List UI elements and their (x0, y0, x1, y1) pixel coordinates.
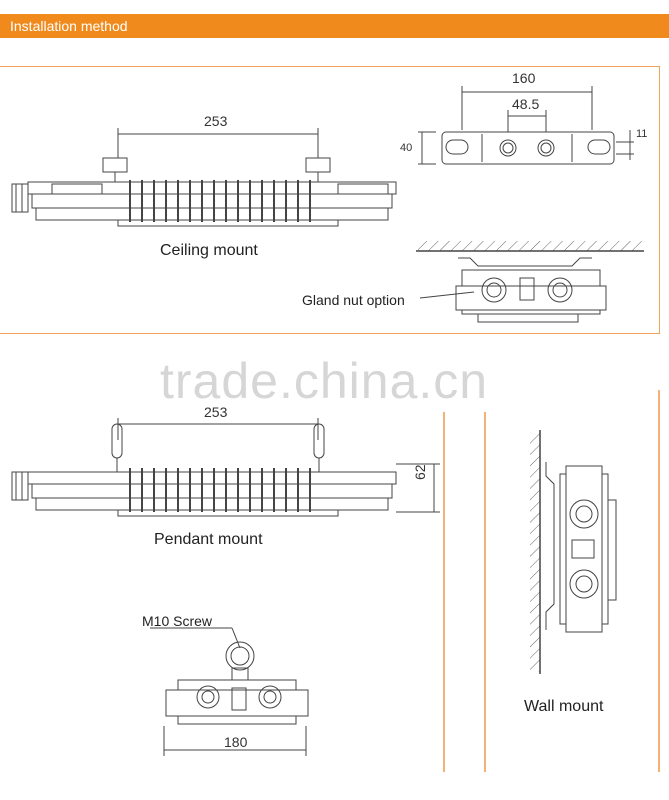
bracket-width-dimension: 160 (512, 70, 536, 86)
ceiling-length-dimension: 253 (204, 113, 228, 129)
gland-nut-drawing (416, 241, 644, 323)
wall-mount-label: Wall mount (524, 698, 604, 715)
bracket-hole-dimension: 48.5 (512, 96, 540, 112)
bracket-drawing (418, 86, 634, 165)
divider-line-2 (484, 412, 486, 772)
gland-nut-label: Gland nut option (302, 292, 405, 308)
pendant-fixture-drawing (11, 418, 440, 517)
pendant-mount-label: Pendant mount (154, 531, 263, 548)
divider-line-1 (443, 412, 445, 772)
divider-line-3 (658, 390, 660, 772)
section-title: Installation method (10, 18, 128, 34)
section-header-bar: Installation method (0, 14, 669, 38)
ceiling-mount-label: Ceiling mount (160, 242, 258, 259)
ceiling-mount-panel (0, 66, 660, 334)
wall-mount-drawing (530, 430, 617, 674)
screw-width-dimension: 180 (224, 734, 248, 750)
pendant-length-dimension: 253 (204, 404, 228, 420)
screw-mount-drawing (150, 627, 309, 756)
bracket-thickness-dimension: 11 (636, 128, 648, 140)
m10-screw-label: M10 Screw (142, 613, 213, 629)
bracket-height-dimension: 40 (400, 142, 413, 154)
ceiling-fixture-drawing (11, 128, 397, 227)
watermark: trade.china.cn (160, 353, 489, 409)
pendant-height-dimension: 62 (412, 464, 428, 480)
